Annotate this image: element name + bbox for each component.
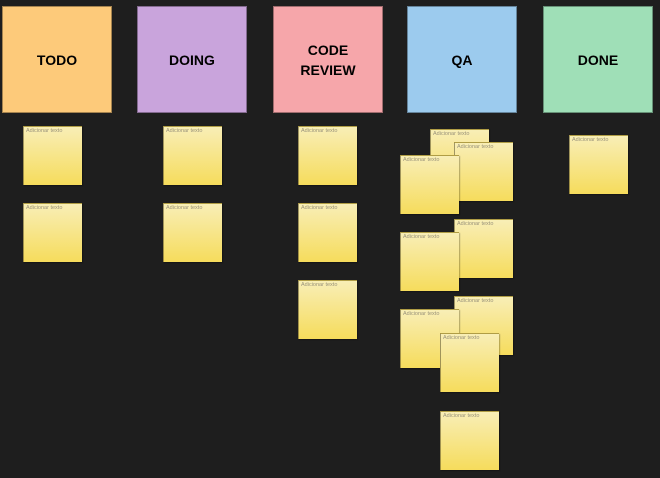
column-title: DONE bbox=[577, 51, 619, 68]
note-placeholder-text: Adicionar texto bbox=[166, 205, 203, 211]
sticky-note[interactable]: Adicionar texto bbox=[569, 135, 628, 194]
column-header-doing[interactable]: DOING bbox=[137, 6, 247, 113]
note-placeholder-text: Adicionar texto bbox=[572, 137, 609, 143]
column-title: DOING bbox=[169, 51, 215, 68]
sticky-note[interactable]: Adicionar texto bbox=[298, 203, 357, 262]
sticky-note[interactable]: Adicionar texto bbox=[23, 126, 82, 185]
column-header-todo[interactable]: TODO bbox=[2, 6, 112, 113]
sticky-note[interactable]: Adicionar texto bbox=[298, 280, 357, 339]
column-title: QA bbox=[451, 51, 473, 68]
note-placeholder-text: Adicionar texto bbox=[403, 157, 440, 163]
sticky-note[interactable]: Adicionar texto bbox=[163, 203, 222, 262]
note-placeholder-text: Adicionar texto bbox=[26, 205, 63, 211]
note-placeholder-text: Adicionar texto bbox=[457, 144, 494, 150]
note-placeholder-text: Adicionar texto bbox=[443, 335, 480, 341]
note-placeholder-text: Adicionar texto bbox=[166, 128, 203, 134]
note-placeholder-text: Adicionar texto bbox=[301, 205, 338, 211]
sticky-note[interactable]: Adicionar texto bbox=[163, 126, 222, 185]
sticky-note[interactable]: Adicionar texto bbox=[454, 142, 513, 201]
sticky-note[interactable]: Adicionar texto bbox=[400, 232, 459, 291]
note-placeholder-text: Adicionar texto bbox=[403, 234, 440, 240]
note-placeholder-text: Adicionar texto bbox=[457, 298, 494, 304]
note-placeholder-text: Adicionar texto bbox=[301, 128, 338, 134]
sticky-note[interactable]: Adicionar texto bbox=[400, 155, 459, 214]
note-placeholder-text: Adicionar texto bbox=[433, 131, 470, 137]
sticky-note[interactable]: Adicionar texto bbox=[454, 219, 513, 278]
column-header-code-review[interactable]: CODE REVIEW bbox=[273, 6, 383, 113]
column-header-qa[interactable]: QA bbox=[407, 6, 517, 113]
note-placeholder-text: Adicionar texto bbox=[457, 221, 494, 227]
sticky-note[interactable]: Adicionar texto bbox=[23, 203, 82, 262]
note-placeholder-text: Adicionar texto bbox=[301, 282, 338, 288]
note-placeholder-text: Adicionar texto bbox=[26, 128, 63, 134]
note-placeholder-text: Adicionar texto bbox=[443, 413, 480, 419]
note-placeholder-text: Adicionar texto bbox=[403, 311, 440, 317]
sticky-note[interactable]: Adicionar texto bbox=[440, 333, 499, 392]
sticky-note[interactable]: Adicionar texto bbox=[298, 126, 357, 185]
column-title: CODE REVIEW bbox=[300, 41, 356, 78]
sticky-note[interactable]: Adicionar texto bbox=[440, 411, 499, 470]
column-title: TODO bbox=[36, 51, 78, 68]
column-header-done[interactable]: DONE bbox=[543, 6, 653, 113]
